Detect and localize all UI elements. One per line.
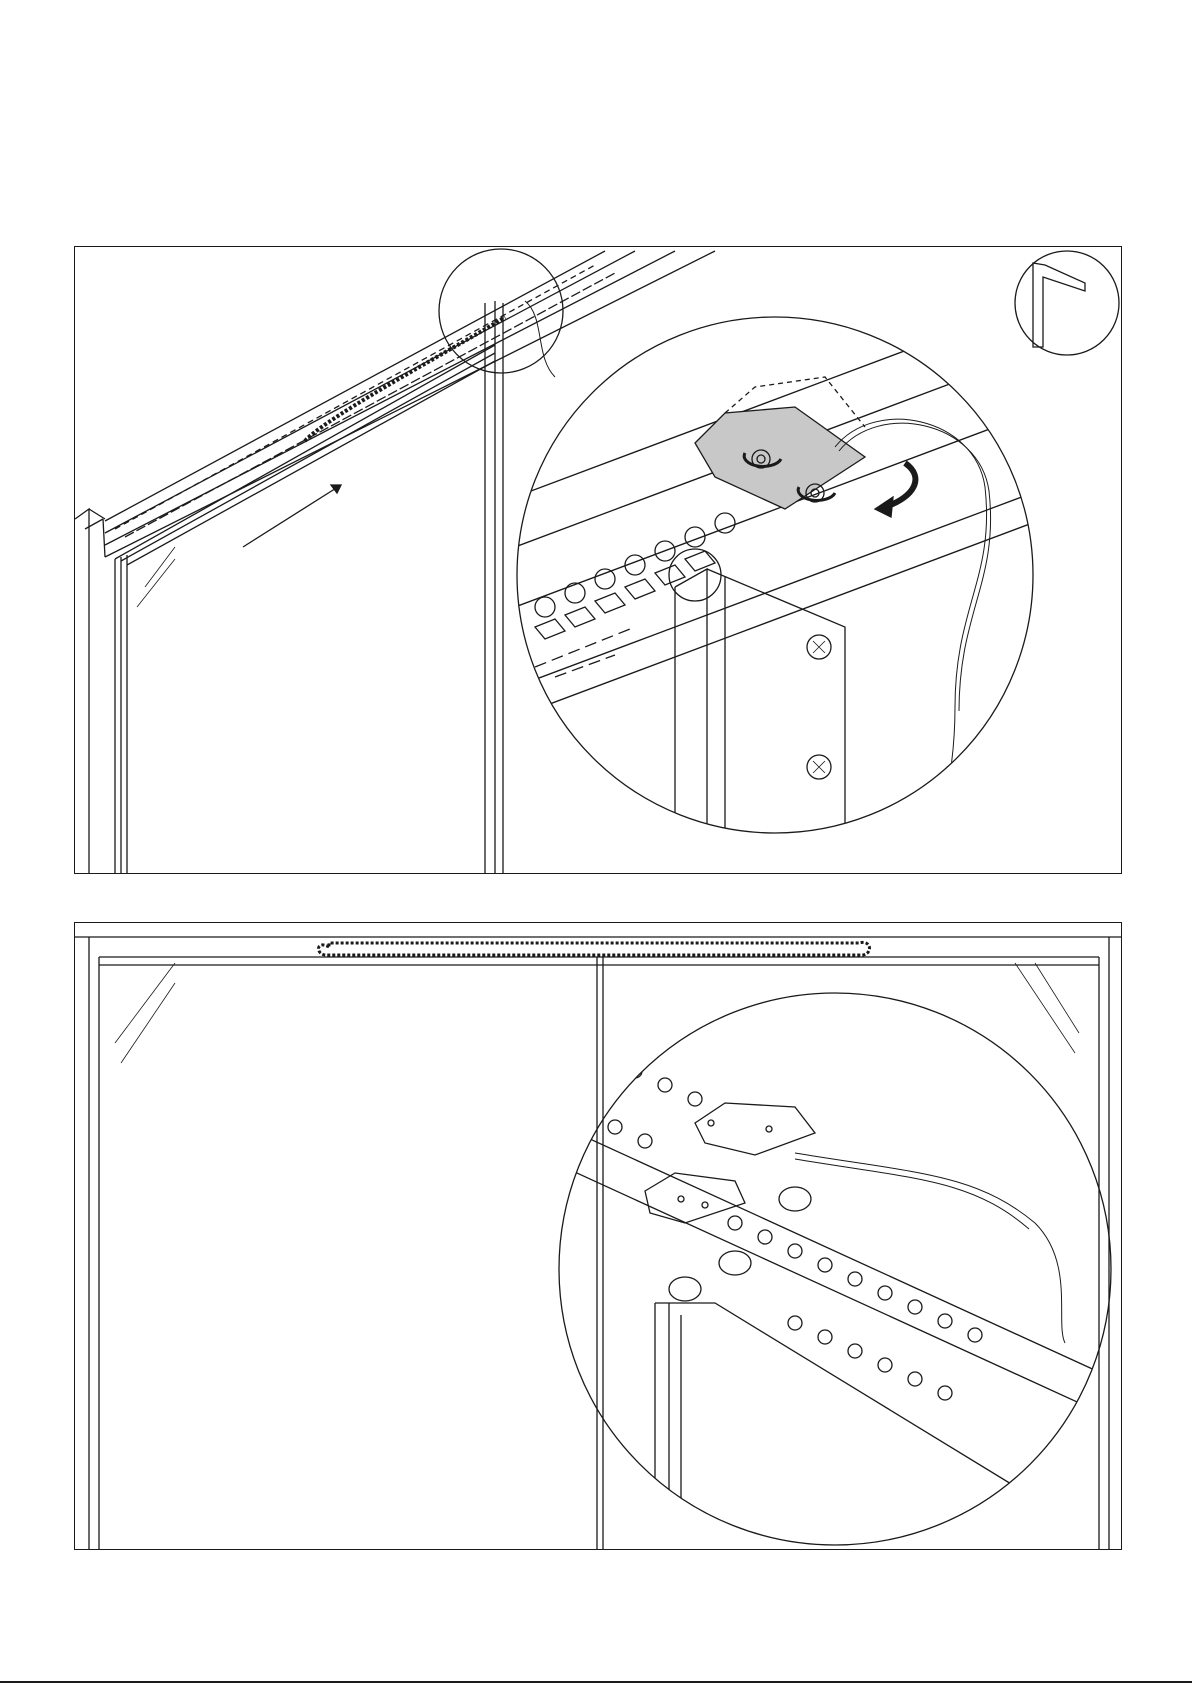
pulley-bracket [645, 1103, 815, 1301]
door-front-drawing [75, 923, 1122, 1550]
door-profile [675, 569, 845, 874]
top-rail [75, 937, 1122, 1550]
left-wall [75, 509, 105, 874]
footer-rule [0, 1681, 1192, 1683]
bracket-plate [695, 377, 865, 509]
door-profile [655, 1303, 1075, 1550]
hex-key-icon [1015, 251, 1119, 355]
chain-segment [305, 317, 505, 441]
illustration-panel-step-1 [74, 246, 1122, 874]
chain-links [535, 513, 735, 639]
door-perspective-drawing [75, 247, 1122, 874]
detail-magnifier [555, 993, 1122, 1550]
chain-drive [319, 942, 870, 955]
arrow-icon [243, 485, 341, 547]
top-rail [85, 251, 715, 557]
centre-mullion [597, 957, 603, 1550]
magnified-detail [515, 287, 1075, 874]
illustration-panel-step-2 [74, 922, 1122, 1550]
chain-links [578, 1064, 982, 1400]
